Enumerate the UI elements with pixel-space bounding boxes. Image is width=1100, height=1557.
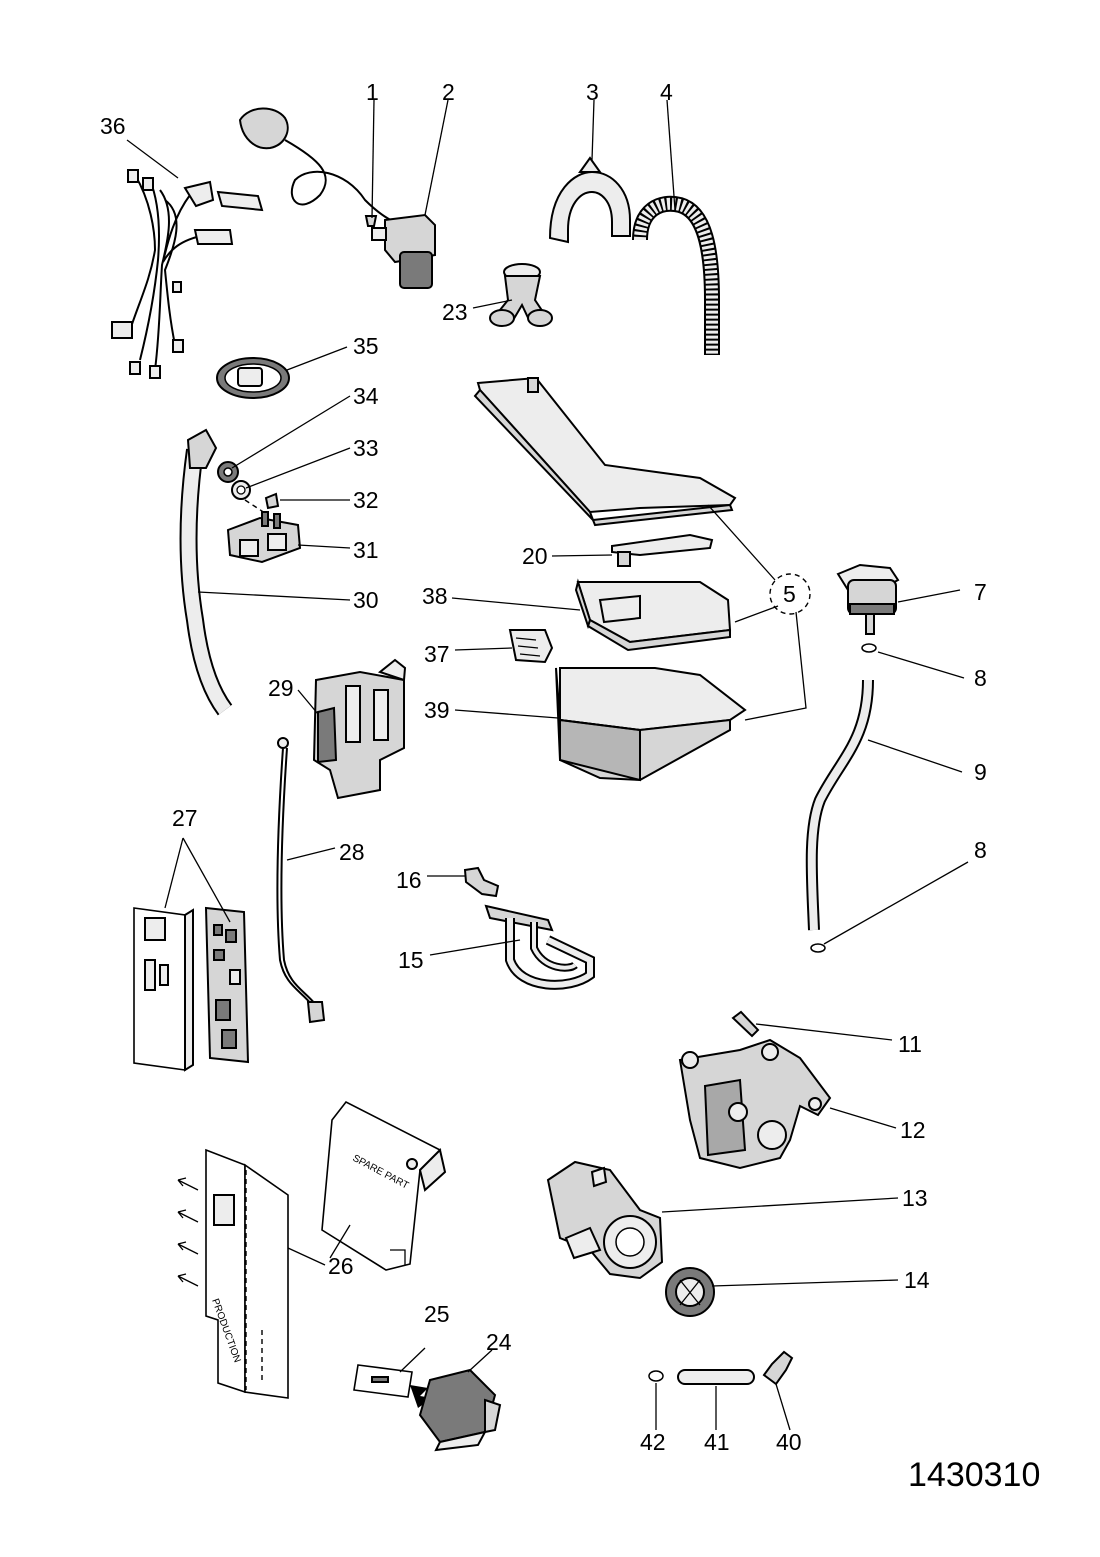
callout-38: 38 bbox=[422, 583, 448, 609]
callout-39: 39 bbox=[424, 697, 450, 723]
part-mains-cable bbox=[238, 107, 401, 226]
callout-8-bottom: 8 bbox=[974, 837, 987, 863]
part-4-drain-hose bbox=[632, 195, 720, 355]
callout-36: 36 bbox=[100, 113, 126, 139]
document-number: 1430310 bbox=[908, 1456, 1040, 1494]
callout-29: 29 bbox=[268, 675, 294, 701]
callout-7: 7 bbox=[974, 579, 987, 605]
part-13-filter-housing bbox=[546, 1160, 664, 1280]
part-5-dispenser-cover bbox=[473, 376, 737, 527]
callout-4: 4 bbox=[660, 79, 673, 105]
part-1-screw bbox=[364, 215, 378, 227]
part-34-seal bbox=[217, 461, 239, 483]
part-12-drain-pump bbox=[678, 1038, 832, 1170]
callout-28: 28 bbox=[339, 839, 365, 865]
part-14-filter bbox=[665, 1267, 715, 1317]
callout-37: 37 bbox=[424, 641, 450, 667]
callout-40: 40 bbox=[776, 1429, 802, 1455]
part-35-gasket bbox=[216, 357, 290, 399]
callout-42: 42 bbox=[640, 1429, 666, 1455]
part-36-wiring-harness bbox=[111, 169, 264, 379]
callout-23: 23 bbox=[442, 299, 468, 325]
leader-lines bbox=[126, 99, 969, 1431]
part-37-siphon bbox=[508, 629, 554, 664]
callout-2: 2 bbox=[442, 79, 455, 105]
callout-16: 16 bbox=[396, 867, 422, 893]
part-23-y-connector bbox=[489, 263, 553, 327]
part-41-tube bbox=[677, 1369, 755, 1385]
callout-33: 33 bbox=[353, 435, 379, 461]
part-32-cap bbox=[264, 492, 280, 510]
callout-41: 41 bbox=[704, 1429, 730, 1455]
part-42-oring bbox=[648, 1370, 664, 1382]
part-9-pressure-tube bbox=[805, 679, 874, 931]
part-7-pressure-switch bbox=[836, 563, 900, 635]
part-15-heating-element bbox=[484, 904, 595, 990]
part-8-oring-bottom bbox=[810, 943, 826, 953]
callout-31: 31 bbox=[353, 537, 379, 563]
part-16-sensor bbox=[463, 866, 500, 898]
part-3-hose-guide bbox=[548, 156, 631, 244]
callout-26: 26 bbox=[328, 1253, 354, 1279]
callout-14: 14 bbox=[904, 1267, 930, 1293]
callout-12: 12 bbox=[900, 1117, 926, 1143]
callout-8-top: 8 bbox=[974, 665, 987, 691]
part-40-valve bbox=[762, 1350, 794, 1386]
part-2-suppressor bbox=[371, 213, 436, 289]
callout-34: 34 bbox=[353, 383, 379, 409]
callout-5: 5 bbox=[783, 581, 796, 607]
callout-27: 27 bbox=[172, 805, 198, 831]
callout-9: 9 bbox=[974, 759, 987, 785]
part-26-sheets: PRODUCTION SPARE PART bbox=[177, 1100, 447, 1399]
part-30-hose bbox=[179, 428, 233, 716]
callout-11: 11 bbox=[898, 1031, 922, 1057]
callout-24: 24 bbox=[486, 1329, 512, 1355]
callout-15: 15 bbox=[398, 947, 424, 973]
callout-35: 35 bbox=[353, 333, 379, 359]
part-29-door-lock bbox=[312, 658, 407, 800]
part-38-dispenser-drawer bbox=[574, 578, 732, 652]
part-24-accessory bbox=[418, 1368, 502, 1452]
callout-3: 3 bbox=[586, 79, 599, 105]
part-28-sensor-wire bbox=[276, 737, 326, 1024]
part-8-oring-top bbox=[861, 643, 877, 653]
part-5-group-circle bbox=[769, 573, 811, 615]
callout-25: 25 bbox=[424, 1301, 450, 1327]
part-39-dispenser-housing bbox=[555, 667, 747, 782]
callout-20: 20 bbox=[522, 543, 548, 569]
part-27-electronic-module bbox=[133, 906, 250, 1072]
part-25-label-card bbox=[353, 1364, 432, 1408]
callout-1: 1 bbox=[366, 79, 379, 105]
part-20-lever bbox=[611, 533, 714, 567]
callout-13: 13 bbox=[902, 1185, 928, 1211]
callout-30: 30 bbox=[353, 587, 379, 613]
part-31-valve bbox=[226, 511, 302, 564]
part-11-screw bbox=[731, 1010, 760, 1038]
part-33-filter bbox=[231, 480, 251, 500]
callout-labels: 1 2 3 4 5 7 8 8 9 11 12 13 14 15 16 20 2… bbox=[100, 79, 987, 1455]
callout-32: 32 bbox=[353, 487, 379, 513]
